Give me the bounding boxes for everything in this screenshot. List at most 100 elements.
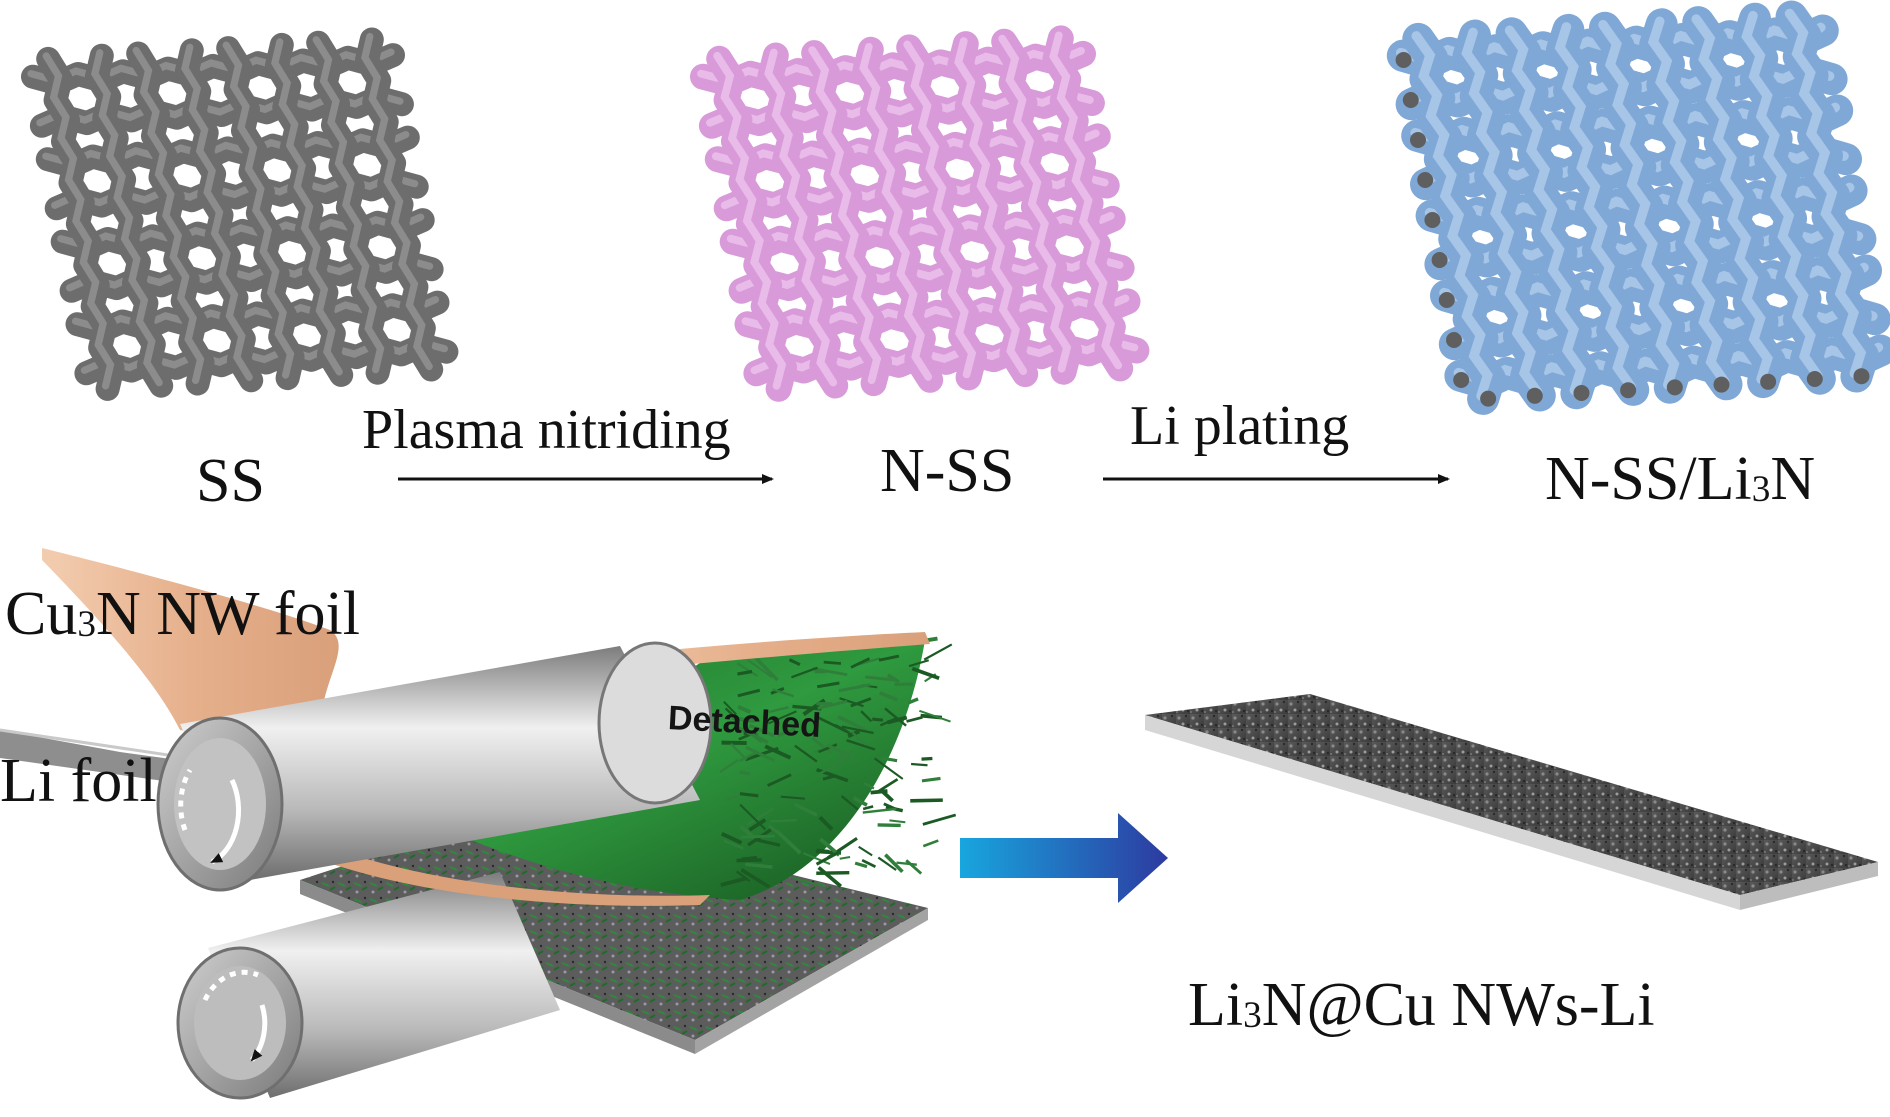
nanowire-hair <box>863 782 875 790</box>
n-ss-li3n-label-suffix: N <box>1770 445 1816 513</box>
fiber-highlight <box>954 37 1028 375</box>
nanowire-hair <box>838 683 871 693</box>
fiber-highlight <box>1741 10 1823 381</box>
fiber-highlight <box>312 36 385 374</box>
nanowire-hair <box>854 861 868 869</box>
fiber-highlight <box>132 46 205 385</box>
nanowire-hair <box>802 852 831 866</box>
nanowire-hair <box>826 743 856 761</box>
li3n-cu-nws-li-sheet <box>1145 694 1878 910</box>
nanowire-hair <box>872 717 884 722</box>
fiber-highlight <box>713 51 787 390</box>
nanowire-hair <box>837 715 867 732</box>
nanowire-hair <box>739 770 751 776</box>
fiber-end <box>1446 332 1462 348</box>
nanowire-hair <box>817 699 848 710</box>
nanowire-hair <box>780 795 806 800</box>
li3n-cu-nws-li-label: Li3N@Cu NWs-Li <box>1188 974 1655 1036</box>
n-ss-li3n-mesh <box>1386 0 1890 415</box>
nanowire-hair <box>745 862 773 869</box>
nanowire-hair <box>922 813 957 826</box>
fiber-highlight <box>764 48 838 387</box>
nanowire-hair <box>862 807 897 814</box>
nanowire-hair <box>737 669 753 676</box>
fiber-end <box>1402 92 1419 108</box>
nanowire-hair <box>770 819 797 823</box>
ss-label: SS <box>196 447 265 515</box>
nanowire-hair <box>768 824 784 838</box>
n-ss-label: N-SS <box>880 437 1015 505</box>
nanowire-hair <box>739 803 767 831</box>
nanowire-hair <box>905 859 923 875</box>
result-label-sub: 3 <box>1243 994 1262 1036</box>
fiber-end <box>1410 132 1426 148</box>
nanowire-hair <box>877 856 897 871</box>
nanowire-hair <box>816 870 850 875</box>
nanowire-hair <box>921 756 933 761</box>
transform-arrow <box>960 813 1168 903</box>
fiber-end <box>1438 292 1455 308</box>
fiber-end <box>1395 52 1412 68</box>
nanowire-hair <box>755 838 781 847</box>
nanowire-hair <box>740 834 775 839</box>
nanowire-hair <box>818 815 834 831</box>
fiber-highlight <box>222 41 295 379</box>
fiber-highlight <box>808 46 882 384</box>
nanowire-hair <box>850 657 871 669</box>
nanowire-hair <box>908 659 930 668</box>
nanowire-hair <box>724 707 739 721</box>
nanowire-hair <box>788 658 801 667</box>
n-ss-li3n-label: N-SS/Li3N <box>1545 448 1815 510</box>
nanowire-hair <box>723 839 744 850</box>
nanowire-hair <box>748 818 767 832</box>
nanowire-hair <box>911 762 928 767</box>
fiber-end <box>1480 390 1497 407</box>
nanowire-hair <box>792 876 824 887</box>
fiber-highlight <box>903 40 977 379</box>
result-label-prefix: Li <box>1188 971 1244 1039</box>
nanowire-hair <box>817 866 843 888</box>
nanowire-hair <box>725 795 740 801</box>
n-ss-mesh <box>690 25 1150 402</box>
nanowire-hair <box>910 798 943 803</box>
nanowire-hair <box>818 716 851 735</box>
fiber-highlight <box>271 38 343 376</box>
cu3n-label-sub: 3 <box>77 603 96 645</box>
top-roller <box>156 641 713 892</box>
nanowire-hair <box>841 725 874 735</box>
nanowire-hairs <box>719 636 957 889</box>
nanowire-hair <box>719 758 739 773</box>
n-ss-li3n-label-prefix: N-SS/Li <box>1545 445 1752 513</box>
fiber-end <box>1666 379 1683 396</box>
fiber-highlight <box>1647 16 1730 387</box>
nanowire-hair <box>738 750 758 763</box>
nanowire-hair <box>818 760 845 775</box>
nanowire-hair <box>720 832 743 845</box>
nanowire-hair <box>753 656 779 682</box>
nanowire-hair <box>840 795 859 811</box>
nanowire-hair <box>767 710 797 725</box>
nanowire-hair <box>862 805 874 811</box>
cu3n-foil-sheet <box>42 548 339 760</box>
nanowire-hair <box>839 855 851 860</box>
fiber-end <box>1853 368 1870 385</box>
plasma-nitriding-label: Plasma nitriding <box>362 399 731 461</box>
fiber-end <box>1526 387 1543 404</box>
nanowire-hair <box>772 688 795 698</box>
roll-press-assembly <box>0 548 957 1100</box>
nanowire-hair <box>730 743 748 761</box>
fiber-highlight <box>1784 8 1867 379</box>
fiber-end <box>1431 252 1448 268</box>
li-plating-label: Li plating <box>1130 395 1350 457</box>
nanowire-hair <box>777 727 796 738</box>
detached-label: Detached <box>667 699 822 745</box>
nanowire-hair <box>793 802 818 817</box>
fiber-highlight <box>1411 31 1493 401</box>
nanowire-hair <box>878 691 898 702</box>
n-ss-li3n-label-sub: 3 <box>1751 468 1771 510</box>
nanowire-hair <box>880 789 894 803</box>
fiber-highlight <box>42 52 115 390</box>
nanowire-hair <box>740 868 771 889</box>
nanowire-hair <box>884 853 904 874</box>
